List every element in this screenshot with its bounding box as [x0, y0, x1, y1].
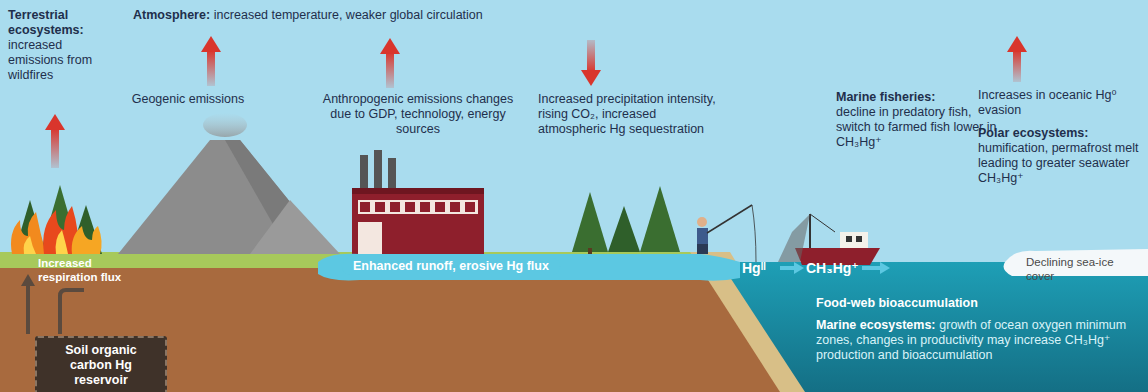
evasion-note: Increases in oceanic Hg⁰ evasion: [978, 88, 1140, 118]
volcano: [118, 113, 340, 254]
node-text: Enhanced runoff, erosive Hg flux: [352, 259, 550, 274]
node-text: Soil organic carbon Hg reservoir: [45, 343, 157, 388]
label-text: Increases in oceanic Hg⁰ evasion: [978, 88, 1116, 117]
factory: [352, 150, 484, 254]
label-text: Increased precipitation intensity, risin…: [538, 92, 716, 136]
soil-ground: [0, 268, 790, 392]
label-text: humification, permafrost melt leading to…: [978, 141, 1138, 185]
ocean: [720, 262, 1148, 392]
mercury-species: Hgᴵᴵ: [742, 260, 782, 277]
section-heading: Terrestrial ecosystems:: [8, 8, 120, 38]
label-text: Food-web bioaccumulation: [816, 296, 978, 310]
runoff-band: Enhanced runoff, erosive Hg flux: [342, 258, 560, 275]
bioaccumulation-label: Food-web bioaccumulation: [816, 296, 1116, 311]
reservoir-box: Soil organic carbon Hg reservoir: [35, 336, 167, 392]
polar-note: Polar ecosystems:humification, permafros…: [978, 126, 1143, 186]
flux-arrows: [45, 36, 1027, 168]
marine-note: Marine ecosystems:growth of ocean oxygen…: [816, 318, 1141, 363]
label-text: increased emissions from wildfires: [8, 38, 92, 82]
fisherman: [697, 205, 756, 262]
atmosphere-note: Atmosphere: increased temperature, weaker…: [133, 8, 693, 23]
section-heading: Atmosphere:: [133, 8, 210, 22]
trees: [572, 186, 680, 254]
label-text: Increased respiration flux: [38, 257, 121, 283]
label-text: CH₃Hg⁺: [806, 260, 859, 276]
terrestrial-note: Terrestrial ecosystems:increased emissio…: [8, 8, 120, 83]
factory-windows: [360, 202, 475, 212]
wildfire: [11, 185, 102, 254]
label-text: increased temperature, weaker global cir…: [214, 8, 483, 22]
sea-ice-label: Declining sea-ice cover: [1026, 256, 1144, 284]
respiration-label: Increased respiration flux: [38, 257, 148, 285]
label-text: Declining sea-ice cover: [1026, 256, 1114, 282]
river-band: [318, 254, 740, 281]
label-text: Geogenic emissions: [132, 92, 245, 106]
methylmercury-species: CH₃Hg⁺: [806, 260, 864, 277]
fishing-boat: [778, 214, 880, 265]
label-text: Hgᴵᴵ: [742, 260, 766, 276]
label-text: decline in predatory fish, switch to far…: [836, 105, 996, 149]
label-text: Anthropogenic emissions changes due to G…: [323, 92, 513, 136]
section-heading: Marine ecosystems:: [816, 318, 936, 332]
section-heading: Polar ecosystems:: [978, 126, 1143, 141]
anthropogenic-note: Anthropogenic emissions changes due to G…: [318, 92, 518, 137]
precipitation-note: Increased precipitation intensity, risin…: [538, 92, 716, 137]
geogenic-note: Geogenic emissions: [118, 92, 258, 107]
